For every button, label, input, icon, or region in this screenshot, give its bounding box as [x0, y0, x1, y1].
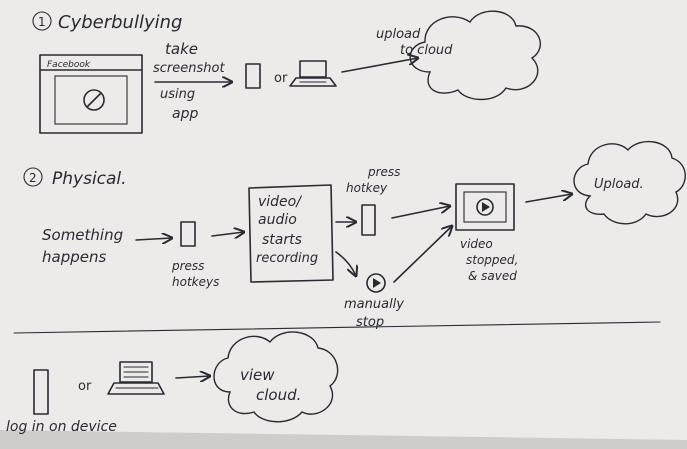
press-hotkeys-2: hotkeys	[172, 275, 219, 289]
recording-line-4: recording	[256, 251, 318, 266]
arrow-hotkey-to-video	[391, 206, 450, 219]
section-number: 2	[29, 171, 37, 185]
arrow-device-to-cloud	[341, 58, 418, 73]
view-label: view	[240, 366, 275, 384]
or-label: or	[78, 379, 92, 394]
arrow-recording-to-stop	[335, 251, 356, 276]
cloud-label: cloud.	[256, 386, 301, 404]
login-label: log in on device	[6, 419, 117, 435]
section-title: Physical.	[52, 169, 127, 189]
section-number-circle	[32, 11, 52, 31]
arrow-stop-to-video	[393, 226, 452, 283]
section-number-circle	[23, 167, 43, 187]
step-app: app	[172, 106, 198, 122]
upload-cloud	[409, 10, 541, 101]
video-stopped-1: video	[460, 237, 493, 251]
step-using: using	[160, 87, 195, 102]
section-view: or view cloud. log in on device	[6, 331, 339, 435]
step-screenshot: screenshot	[153, 61, 225, 76]
paper-shadow	[0, 430, 687, 449]
recording-box	[248, 184, 334, 283]
trigger-happens: happens	[42, 248, 106, 266]
section-physical: 2 Physical. Something happens press hotk…	[23, 140, 686, 330]
step-take: take	[165, 40, 198, 58]
section-divider	[13, 321, 661, 334]
laptop-icon	[107, 361, 165, 395]
phone-icon	[361, 204, 376, 236]
video-player-sketch	[455, 183, 515, 231]
to-cloud-label: to cloud	[400, 43, 453, 58]
browser-label: Facebook	[47, 60, 91, 70]
play-icon	[476, 198, 494, 216]
arrow-video-to-upload	[525, 194, 572, 203]
arrow-phone-to-recording	[211, 232, 244, 236]
stop-label: stop	[356, 315, 384, 330]
phone-icon	[33, 369, 49, 415]
blocked-content-icon	[83, 89, 105, 111]
section-number: 1	[38, 15, 46, 29]
press-hotkeys-1: press	[171, 259, 204, 273]
view-cloud	[213, 331, 339, 423]
trigger-something: Something	[42, 226, 123, 244]
arrow-device-to-cloud	[175, 376, 210, 378]
or-label: or	[274, 71, 288, 86]
video-stopped-3: & saved	[468, 269, 517, 283]
upload-label: Upload.	[594, 177, 644, 192]
stop-button-icon[interactable]	[366, 273, 386, 293]
manually-label: manually	[344, 297, 404, 312]
phone-icon	[180, 221, 196, 247]
arrow-trigger-to-phone	[135, 238, 172, 240]
laptop-icon	[289, 60, 337, 87]
recording-line-3: starts	[262, 232, 302, 248]
upload-cloud	[573, 140, 686, 225]
upload-label: upload	[376, 27, 421, 42]
press-hotkey-2: hotkey	[346, 181, 388, 195]
section-title: Cyberbullying	[58, 12, 182, 33]
press-hotkey-1: press	[367, 165, 400, 179]
recording-line-2: audio	[258, 212, 297, 228]
video-stopped-2: stopped,	[466, 253, 518, 267]
browser-window-sketch: Facebook	[39, 54, 143, 134]
section-cyberbullying: 1 Cyberbullying Facebook take screenshot…	[32, 10, 541, 134]
phone-icon	[245, 63, 261, 89]
recording-line-1: video/	[258, 194, 302, 210]
